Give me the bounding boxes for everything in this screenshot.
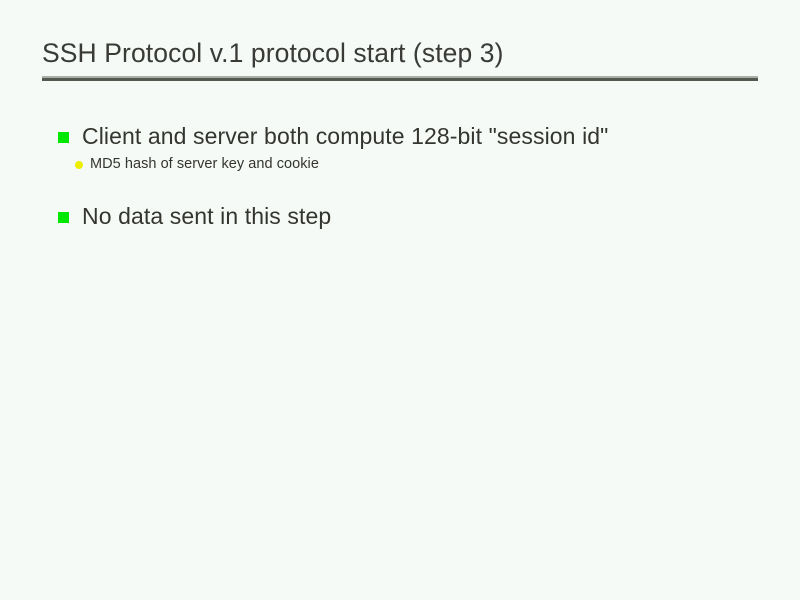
list-item: Client and server both compute 128-bit "…	[0, 121, 800, 151]
bullet-spacer	[0, 175, 800, 201]
yellow-dot-bullet-icon	[75, 161, 83, 169]
slide-title-block: SSH Protocol v.1 protocol start (step 3)	[42, 36, 758, 81]
list-item: MD5 hash of server key and cookie	[0, 154, 800, 175]
slide-body: Client and server both compute 128-bit "…	[0, 121, 800, 231]
bullet-text: No data sent in this step	[82, 203, 332, 229]
page-title: SSH Protocol v.1 protocol start (step 3)	[42, 38, 504, 68]
sub-bullet-text: MD5 hash of server key and cookie	[90, 156, 319, 172]
green-square-bullet-icon	[58, 132, 69, 143]
title-divider	[42, 76, 758, 81]
list-item: No data sent in this step	[0, 201, 800, 231]
green-square-bullet-icon	[58, 212, 69, 223]
bullet-text: Client and server both compute 128-bit "…	[82, 123, 609, 149]
